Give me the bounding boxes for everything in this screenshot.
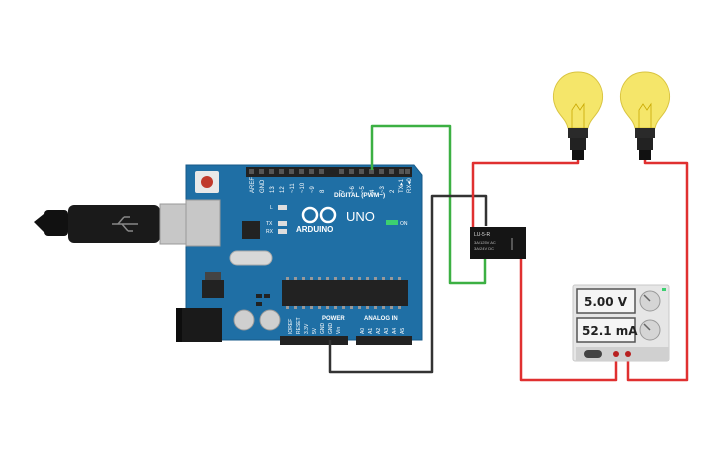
wire-green[interactable] (370, 124, 487, 285)
power-label: POWER (322, 316, 345, 322)
pin-label-9: ~9 (310, 185, 316, 193)
on-label: ON (400, 221, 408, 227)
bulb-glass-1 (552, 71, 604, 129)
relay[interactable]: LU-5-R 3A/125V AC 3A/24V DC (470, 227, 526, 259)
pin-label-11: ~11 (290, 183, 296, 193)
power-jack (176, 308, 222, 342)
pin-label-3: ~3 (380, 185, 386, 193)
bulb-glass-2 (619, 71, 671, 129)
led-rx-label: RX (266, 229, 274, 235)
led-rx (278, 229, 287, 234)
pin-label-5: ~5 (360, 185, 366, 193)
pin-label-a3: A3 (384, 328, 390, 334)
capacitor-1 (233, 309, 255, 331)
pin-label-2: 2 (390, 189, 396, 193)
terminal-negative[interactable] (625, 351, 631, 357)
pin-label-gnd-1: GND (320, 323, 326, 335)
pin-label-12: 12 (280, 186, 286, 193)
analog-label: ANALOG IN (364, 316, 398, 322)
digital-header (246, 167, 412, 177)
light-bulb-1[interactable] (552, 71, 604, 160)
pin-label-a5: A5 (400, 328, 406, 334)
pin-label-10: ~10 (300, 182, 306, 193)
led-l (278, 205, 287, 210)
power-supply[interactable]: 5.00 V 52.1 mA (572, 284, 670, 362)
pin-label-a4: A4 (392, 328, 398, 334)
analog-header (356, 336, 412, 345)
arduino-board[interactable]: AREF GND 13 12 ~11 ~10 ~9 8 7 ~6 ~5 4 ~3… (176, 164, 423, 345)
voltage-readout: 5.00 V (584, 295, 628, 309)
usb-icon (112, 216, 138, 232)
terminal-positive[interactable] (613, 351, 619, 357)
usb-cable-plug-end (44, 210, 68, 236)
pin-label-4: 4 (370, 189, 376, 193)
pin-label-reset: RESET (296, 317, 302, 334)
led-tx (278, 221, 287, 226)
on-led (386, 220, 398, 225)
pin-label-8: 8 (320, 189, 326, 193)
pin-label-gnd-2: GND (328, 323, 334, 335)
pin-label-5v: 5V (312, 327, 318, 334)
pin-label-rx0: RX◂0 (407, 178, 413, 193)
led-l-label: L (270, 205, 273, 211)
power-header (280, 336, 348, 345)
usb-port (185, 199, 221, 247)
uno-label: UNO (346, 209, 375, 224)
relay-model: LU-5-R (474, 232, 491, 238)
usb-chip (242, 221, 260, 239)
light-bulb-2[interactable] (619, 71, 671, 160)
pin-label-13: 13 (270, 186, 276, 193)
power-switch[interactable] (584, 350, 602, 358)
relay-rating-dc: 3A/24V DC (474, 246, 494, 251)
arduino-logo-icon (301, 206, 337, 224)
pin-label-ioref: IOREF (288, 319, 294, 334)
led-tx-label: TX (266, 221, 273, 227)
relay-rating-ac: 3A/125V AC (474, 240, 496, 245)
current-display (576, 317, 636, 343)
pin-label-a1: A1 (368, 328, 374, 334)
atmega-chip (282, 280, 408, 306)
capacitor-2 (259, 309, 281, 331)
digital-label: DIGITAL (PWM~) (334, 192, 385, 199)
wire-black[interactable] (328, 194, 488, 374)
pin-label-a0: A0 (360, 328, 366, 334)
current-readout: 52.1 mA (582, 324, 638, 338)
relay-body (470, 227, 526, 259)
wire-red-bulb2-to-supply[interactable] (626, 160, 689, 382)
wire-red-bulb1-to-relay[interactable] (471, 160, 580, 228)
bulb-base-1 (568, 128, 588, 138)
voltage-regulator (202, 280, 224, 298)
pin-label-7: 7 (340, 189, 346, 193)
pin-label-tx1: TX▸1 (399, 178, 405, 193)
bulb-base-2 (635, 128, 655, 138)
pin-label-a2: A2 (376, 328, 382, 334)
pin-label-6: ~6 (350, 185, 356, 193)
crystal-oscillator (229, 250, 273, 266)
voltage-display (576, 288, 636, 314)
pin-label-gnd: GND (260, 179, 266, 193)
pin-label-vin: Vin (336, 327, 342, 334)
arduino-logo-text: ARDUINO (296, 225, 333, 234)
pin-label-aref: AREF (250, 177, 256, 193)
pin-label-3v3: 3.3V (304, 323, 310, 334)
